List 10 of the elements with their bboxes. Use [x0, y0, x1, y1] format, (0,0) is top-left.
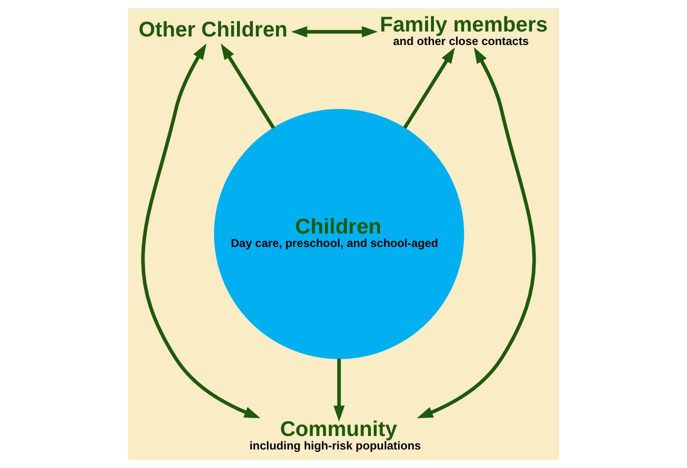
arrow	[220, 44, 275, 129]
arrow	[291, 26, 378, 38]
node-text: Family members and other close contacts	[380, 12, 548, 48]
node-text: Other Children	[138, 17, 288, 42]
arrow	[141, 43, 260, 418]
arrow	[333, 358, 345, 422]
node-text: Community including high-risk populations	[249, 416, 421, 452]
arrow	[403, 47, 455, 129]
node-circle: Children Day care, preschool, and school-aged	[214, 108, 464, 360]
arrow	[416, 47, 536, 418]
